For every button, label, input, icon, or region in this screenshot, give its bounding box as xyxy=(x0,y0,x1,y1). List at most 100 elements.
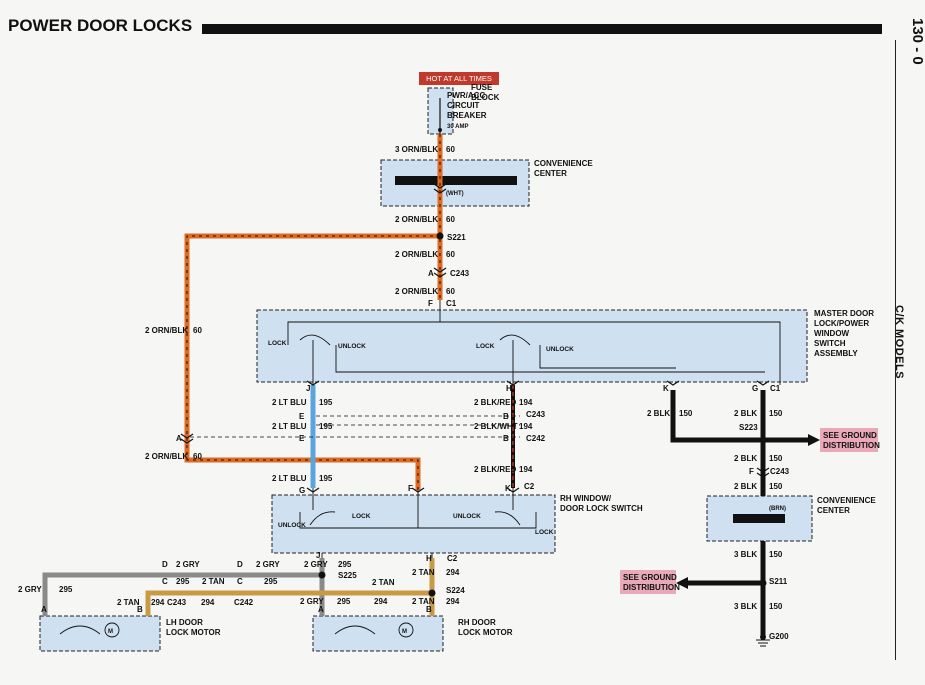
wire-label-gry-e: 2 GRY xyxy=(300,597,324,606)
pin-b-c242: B xyxy=(503,434,509,443)
connector-c1-a: C1 xyxy=(446,299,457,308)
splice-s224: S224 xyxy=(446,586,465,595)
rh-unlock-left: UNLOCK xyxy=(278,522,306,529)
wire-label-gry-a: 2 GRY xyxy=(176,560,200,569)
wire-label-3blk-a: 3 BLK xyxy=(734,550,757,559)
rh-switch-box xyxy=(271,494,556,554)
circuit-294-b: 294 xyxy=(151,598,165,607)
circuit-194-c: 194 xyxy=(519,465,533,474)
circuit-294-e: 294 xyxy=(446,597,460,606)
circuit-294-a: 294 xyxy=(446,568,460,577)
wire-label-2orn-c: 2 ORN/BLK xyxy=(395,287,438,296)
wire-label-2orn-b: 2 ORN/BLK xyxy=(395,250,438,259)
master-switch-label-4: SWITCH xyxy=(814,339,846,348)
pin-h-c1: H xyxy=(506,384,512,393)
conv-center-bottom-label-2: CENTER xyxy=(817,506,850,515)
rh-motor-m: M xyxy=(402,629,407,635)
rh-lock-left: LOCK xyxy=(352,513,371,520)
conv-center-bottom-connector: (BRN) xyxy=(769,506,786,512)
wire-label-2blk-d: 2 BLK xyxy=(734,482,757,491)
circuit-150-c: 150 xyxy=(769,454,783,463)
wire-label-ltblu-a: 2 LT BLU xyxy=(272,398,307,407)
connector-c242-b: C242 xyxy=(234,598,254,607)
pin-k-c1: K xyxy=(663,384,669,393)
fuse-block-label-2: BLOCK xyxy=(471,93,500,102)
master-switch-label-3: WINDOW xyxy=(814,329,850,338)
wire-label-blkwht: 2 BLK/WHT xyxy=(474,422,518,431)
circuit-195-c: 195 xyxy=(319,474,333,483)
rh-unlock-right: UNLOCK xyxy=(453,513,481,520)
circuit-60-f: 60 xyxy=(193,452,202,461)
wire-label-gry-b: 2 GRY xyxy=(256,560,280,569)
circuit-295-d: 295 xyxy=(59,585,73,594)
pin-a-c243: A xyxy=(428,269,434,278)
circuit-294-c: 294 xyxy=(201,598,215,607)
page-title: POWER DOOR LOCKS xyxy=(8,16,193,35)
connector-c243-b: C243 xyxy=(526,410,546,419)
conv-center-top-label-1: CONVENIENCE xyxy=(534,159,593,168)
rh-switch-label-2: DOOR LOCK SWITCH xyxy=(560,504,643,513)
wire-label-gry-d: 2 GRY xyxy=(18,585,42,594)
circuit-295-a: 295 xyxy=(338,560,352,569)
ground-tag-left-line1: SEE GROUND xyxy=(623,573,677,582)
conv-center-bottom-label-1: CONVENIENCE xyxy=(817,496,876,505)
fuse-block-label-1: FUSE xyxy=(471,83,493,92)
wire-label-tan-a: 2 TAN xyxy=(202,577,225,586)
breaker-label-3: BREAKER xyxy=(447,111,487,120)
pin-a-lh: A xyxy=(41,605,47,614)
pin-g-c2: G xyxy=(299,486,305,495)
splice-s221: S221 xyxy=(447,233,466,242)
pin-g-c1: G xyxy=(752,384,758,393)
wire-label-tan-d: 2 TAN xyxy=(117,598,140,607)
lh-motor-m: M xyxy=(108,629,113,635)
master-lock-right: LOCK xyxy=(476,343,495,350)
tan-wires xyxy=(145,558,435,616)
wire-label-3blk-b: 3 BLK xyxy=(734,602,757,611)
pin-a-rh: A xyxy=(318,605,324,614)
master-lock-left: LOCK xyxy=(268,340,287,347)
circuit-150-e: 150 xyxy=(769,550,783,559)
page-number: 130 - 0 xyxy=(909,18,925,65)
circuit-195-a: 195 xyxy=(319,398,333,407)
splice-s225: S225 xyxy=(338,571,357,580)
master-switch-label-2: LOCK/POWER xyxy=(814,319,869,328)
pin-f-c2: F xyxy=(408,484,413,493)
ground-tag-right xyxy=(820,428,878,452)
circuit-150-d: 150 xyxy=(769,482,783,491)
master-unlock-right: UNLOCK xyxy=(546,346,574,353)
circuit-60-e: 60 xyxy=(193,326,202,335)
rh-motor-box xyxy=(312,615,444,652)
wire-label-2orn-d: 2 ORN/BLK xyxy=(145,326,188,335)
pin-f-c243: F xyxy=(749,467,754,476)
rh-motor-label-2: LOCK MOTOR xyxy=(458,628,513,637)
ground-symbol xyxy=(756,639,770,647)
circuit-295-b: 295 xyxy=(176,577,190,586)
wire-label-blkred-a: 2 BLK/RED xyxy=(474,398,516,407)
switch-internal-lines xyxy=(59,300,781,638)
connector-c243-c: C243 xyxy=(770,467,790,476)
splice-dots xyxy=(318,128,767,640)
model-label: C/K MODELS xyxy=(893,305,905,380)
breaker-label-1: PWR/ACC xyxy=(447,91,485,100)
splice-s211: S211 xyxy=(769,577,788,586)
rh-motor-label-1: RH DOOR xyxy=(458,618,496,627)
wire-label-ltblu-b: 2 LT BLU xyxy=(272,422,307,431)
wire-label-2orn-a: 2 ORN/BLK xyxy=(395,215,438,224)
connector-chevrons xyxy=(180,183,770,493)
title-rule xyxy=(202,24,882,34)
circuit-60-c: 60 xyxy=(446,250,455,259)
master-switch-label-1: MASTER DOOR xyxy=(814,309,874,318)
pin-d-right: D xyxy=(237,560,243,569)
pin-d-left: D xyxy=(162,560,168,569)
ground-tag-left xyxy=(620,570,676,594)
pin-c-right: C xyxy=(237,577,243,586)
connector-c2-b: C2 xyxy=(447,554,458,563)
wire-label-gry-c: 2 GRY xyxy=(304,560,328,569)
wire-label-tan-b: 2 TAN xyxy=(372,578,395,587)
pin-e-c243: E xyxy=(299,412,305,421)
wire-label-2orn-e: 2 ORN/BLK xyxy=(145,452,188,461)
wire-label-2blk-a: 2 BLK xyxy=(647,409,670,418)
ground-tag-left-line2: DISTRIBUTION xyxy=(623,583,680,592)
